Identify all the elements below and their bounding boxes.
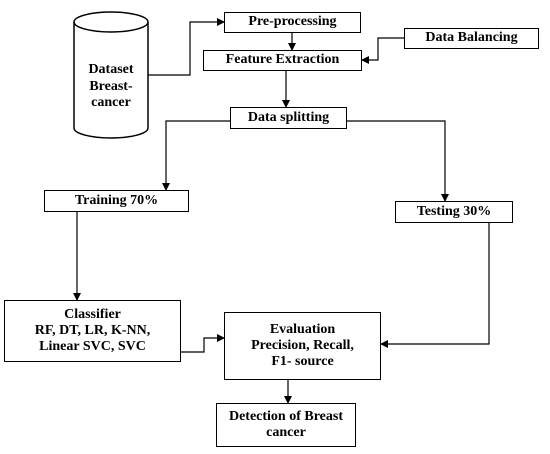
data-splitting-node: Data splitting <box>230 107 347 129</box>
edge-splitting-to-testing <box>347 120 449 202</box>
classifier-node: Classifier RF, DT, LR, K-NN, Linear SVC,… <box>4 300 181 362</box>
testing-node: Testing 30% <box>395 201 513 223</box>
evaluation-node: Evaluation Precision, Recall, F1- source <box>224 312 381 380</box>
edge-testing-to-evaluation <box>380 222 490 348</box>
preprocessing-node: Pre-processing <box>224 12 361 33</box>
edge-dataset-to-preprocessing <box>148 18 225 76</box>
dataset-label: Dataset Breast- cancer <box>88 61 134 111</box>
edge-balancing-to-feature-extraction <box>361 37 404 64</box>
edge-classifier-to-evaluation <box>181 334 225 353</box>
feature-extraction-node: Feature Extraction <box>203 50 362 71</box>
dataset-cylinder <box>73 11 149 139</box>
detection-node: Detection of Breast cancer <box>216 403 356 447</box>
edge-splitting-to-training <box>162 120 230 191</box>
training-node: Training 70% <box>44 190 189 212</box>
data-balancing-node: Data Balancing <box>404 28 539 49</box>
